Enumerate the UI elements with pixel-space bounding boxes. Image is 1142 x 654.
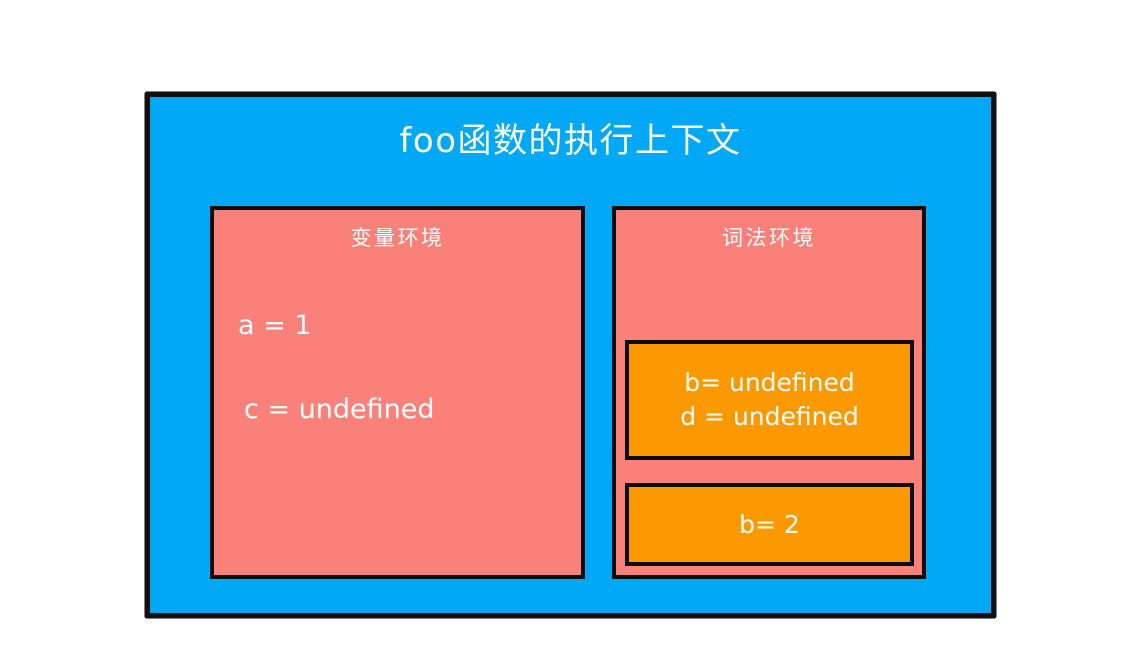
execution-context-box: foo函数的执行上下文 变量环境 a = 1 c = undefined 词法环… [146,93,995,617]
variable-binding-list: a = 1 c = undefined [238,308,571,428]
execution-context-title: foo函数的执行上下文 [399,121,742,161]
record-row: b= undefined [684,368,855,397]
lexical-environment-panel: 词法环境 b= undefined d = undefined b= 2 [612,206,926,579]
binding-row: a = 1 [238,310,312,341]
record-row: b= 2 [739,509,800,539]
lexical-record-box-assigned: b= 2 [625,483,914,566]
lexical-environment-title: 词法环境 [722,226,816,250]
variable-environment-title: 变量环境 [350,226,445,250]
variable-environment-panel: 变量环境 a = 1 c = undefined [210,206,585,579]
lexical-record-box-uninitialized: b= undefined d = undefined [625,340,914,460]
record-row: d = undefined [680,402,859,431]
binding-row: c = undefined [244,394,435,425]
